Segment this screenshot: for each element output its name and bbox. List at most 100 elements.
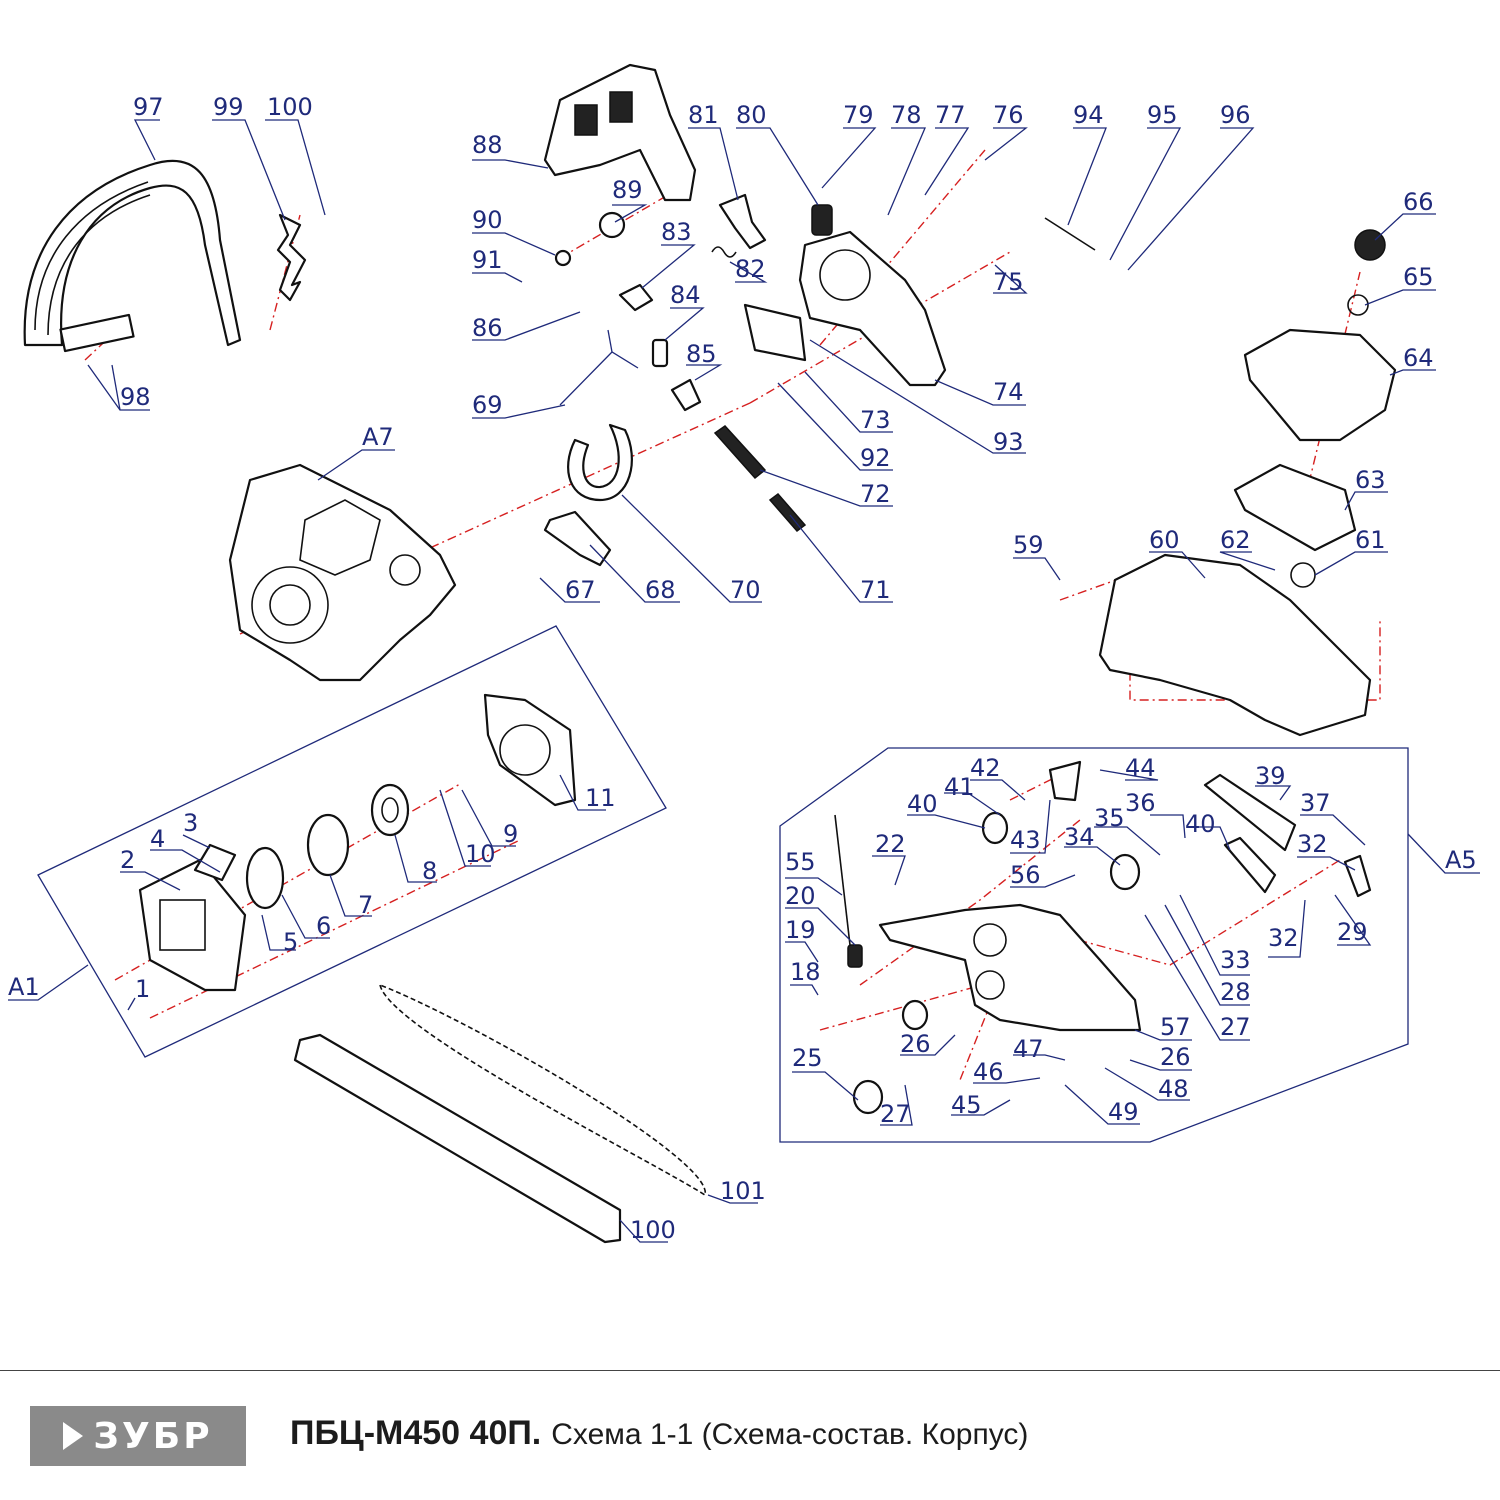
label-part-93: 94 (1073, 101, 1104, 129)
guide-bar-100 (293, 1033, 622, 1244)
label-part-61: 61 (1355, 526, 1386, 554)
starter-a1 (138, 693, 577, 992)
bracket-98 (276, 213, 307, 302)
leader-lines (8, 119, 1480, 1243)
label-part-71: 71 (860, 576, 891, 604)
label-part-26b: 26 (900, 1030, 931, 1058)
label-part-31: 29 (1337, 918, 1368, 946)
label-part-9: 9 (503, 820, 518, 848)
label-part-65: 65 (1403, 263, 1434, 291)
model-name: ПБЦ-М450 40П. (290, 1414, 542, 1452)
group-a1-frame (37, 625, 667, 1058)
label-part-11: 11 (585, 784, 616, 812)
label-part-25: 25 (792, 1044, 823, 1072)
part-84 (651, 338, 669, 368)
label-part-76: 76 (993, 101, 1024, 129)
label-part-63: 63 (1355, 466, 1386, 494)
label-part-77: 77 (935, 101, 966, 129)
spring-72 (713, 425, 767, 480)
label-part-80: 80 (736, 101, 767, 129)
label-part-95: 96 (1220, 101, 1251, 129)
group-a5-frame (779, 747, 1409, 1143)
document-title: ПБЦ-М450 40П. Схема 1-1 (Схема-состав. К… (290, 1414, 1028, 1464)
label-part-33: 33 (1220, 946, 1251, 974)
part-68 (543, 510, 612, 567)
label-group-a1: A1 (8, 973, 40, 1001)
label-part-91: 92 (860, 444, 891, 472)
label-part-1: 1 (135, 975, 150, 1003)
label-part-94: 95 (1147, 101, 1178, 129)
brand-logo: ЗУБР (30, 1406, 246, 1466)
front-handle-96 (23, 159, 242, 353)
top-cover-64 (1243, 328, 1397, 442)
chassis-a5 (834, 760, 1372, 1115)
label-part-29: 28 (1220, 978, 1251, 1006)
label-part-97: 98 (120, 383, 151, 411)
label-part-34: 34 (1064, 823, 1095, 851)
label-part-79: 79 (843, 101, 874, 129)
label-part-7: 7 (358, 891, 373, 919)
part-81 (718, 193, 767, 250)
label-part-32b: 32 (1268, 924, 1299, 952)
ring-61 (1290, 562, 1316, 588)
label-part-37: 37 (1300, 789, 1331, 817)
label-part-74: 74 (993, 378, 1024, 406)
gasket-65 (1347, 294, 1369, 316)
washer-89 (554, 249, 572, 267)
label-part-83: 83 (661, 218, 692, 246)
label-part-100: 100 (630, 1216, 676, 1244)
part-83 (618, 283, 654, 312)
chain-101 (378, 983, 706, 1197)
spring-88 (598, 211, 626, 239)
bolt-93 (1044, 217, 1096, 251)
exploded-parts-diagram: 97 99 100 98 88 89 90 91 86 69 81 80 79 … (8, 63, 1480, 1244)
brake-lever-87 (543, 63, 697, 202)
part-85 (670, 378, 702, 412)
label-part-64: 64 (1403, 344, 1434, 372)
label-part-89: 90 (472, 206, 503, 234)
label-part-69: 69 (472, 391, 503, 419)
label-part-26a: 26 (1160, 1043, 1191, 1071)
label-part-45: 45 (951, 1091, 982, 1119)
label-part-88: 89 (612, 176, 643, 204)
label-part-10: 10 (465, 840, 496, 868)
label-part-22: 22 (875, 830, 906, 858)
label-part-66: 66 (1403, 188, 1434, 216)
label-part-57: 57 (1160, 1013, 1191, 1041)
label-part-68: 68 (645, 576, 676, 604)
label-part-98: 99 (213, 93, 244, 121)
label-part-49: 49 (1108, 1098, 1139, 1126)
label-part-36: 36 (1125, 789, 1156, 817)
label-part-4: 4 (150, 825, 165, 853)
brake-band-70 (567, 423, 633, 502)
label-part-62: 62 (1220, 526, 1251, 554)
brand-name: ЗУБР (93, 1415, 213, 1457)
label-part-82: 82 (735, 255, 766, 283)
label-part-44: 44 (1125, 754, 1156, 782)
label-part-96: 97 (133, 93, 164, 121)
label-part-6: 6 (316, 912, 331, 940)
label-part-28: 27 (1220, 1013, 1251, 1041)
housing-60 (1098, 553, 1372, 737)
engine-a7 (228, 463, 457, 682)
label-part-99: 100 (267, 93, 313, 121)
label-part-27: 27 (880, 1100, 911, 1128)
label-part-18: 18 (790, 958, 821, 986)
label-part-78: 78 (891, 101, 922, 129)
label-part-67: 67 (565, 576, 596, 604)
label-part-20: 20 (785, 882, 816, 910)
label-part-40a: 40 (907, 790, 938, 818)
label-part-86: 86 (472, 314, 503, 342)
label-part-60: 60 (1149, 526, 1180, 554)
logo-arrow-icon (63, 1422, 84, 1450)
label-part-35: 35 (1094, 804, 1125, 832)
label-part-75: 75 (993, 268, 1024, 296)
label-part-3: 3 (183, 809, 198, 837)
schema-subtitle: Схема 1-1 (Схема-состав. Корпус) (551, 1418, 1029, 1451)
label-part-55: 55 (785, 848, 816, 876)
label-part-81: 81 (688, 101, 719, 129)
plate-92 (743, 303, 807, 362)
label-part-84: 84 (670, 281, 701, 309)
label-part-85: 85 (686, 340, 717, 368)
label-part-70: 70 (730, 576, 761, 604)
